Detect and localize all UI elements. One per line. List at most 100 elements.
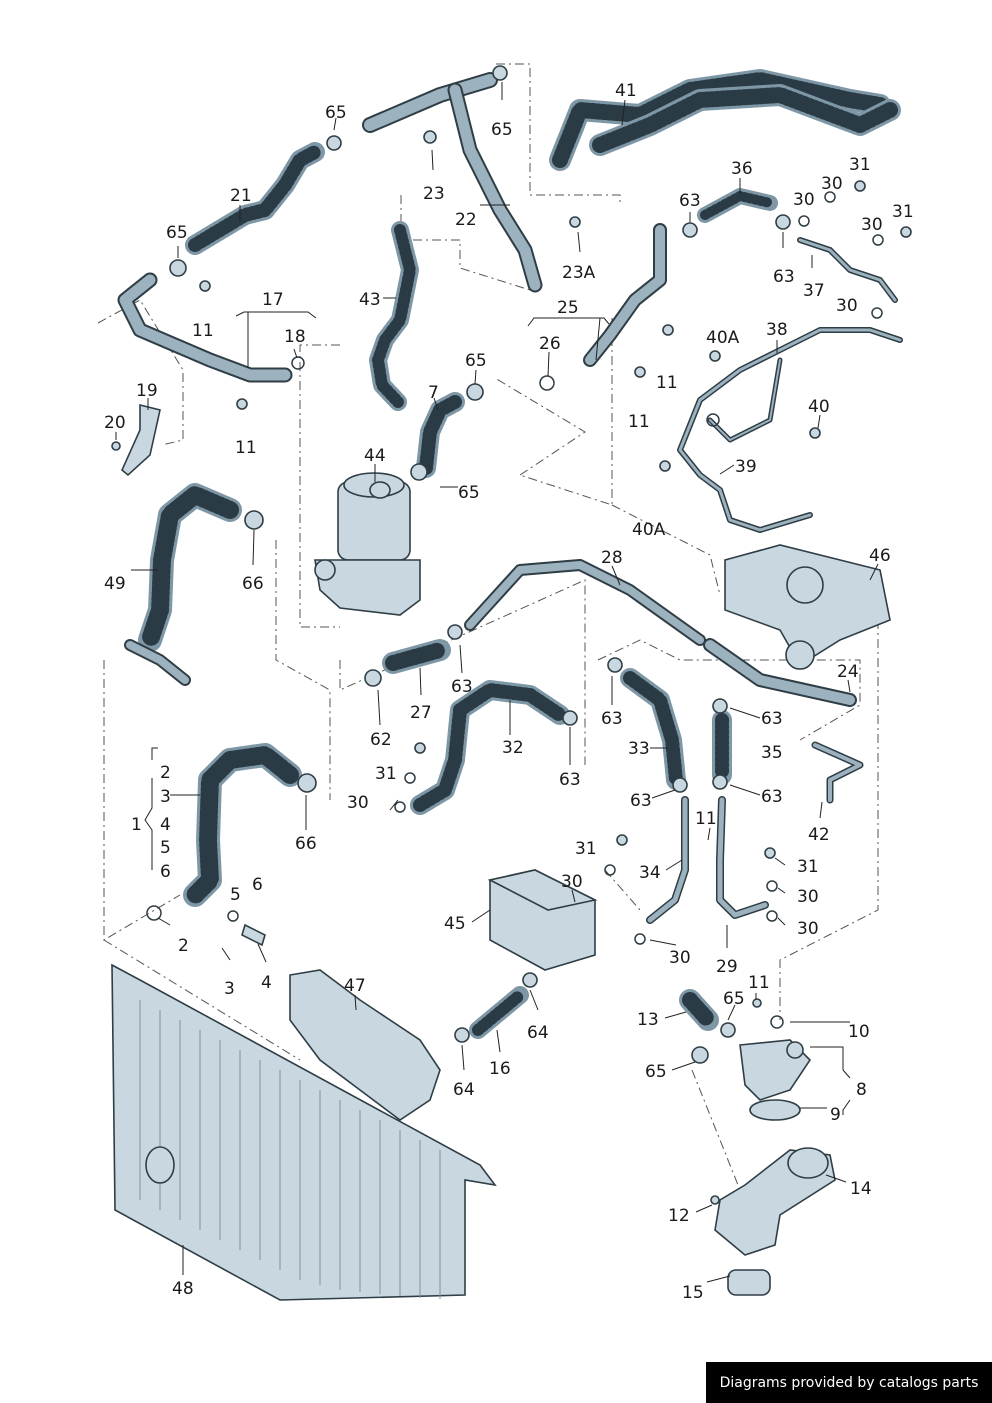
assembly-guide-lines (97, 63, 879, 1191)
label-2: 2 (178, 936, 189, 956)
label-11: 11 (235, 438, 257, 458)
label-24: 24 (837, 662, 859, 682)
label-11: 11 (192, 321, 214, 341)
label-65: 65 (491, 120, 513, 140)
label-63: 63 (761, 787, 783, 807)
label-66: 66 (295, 834, 317, 854)
pipes (117, 72, 903, 924)
label-64: 64 (527, 1023, 549, 1043)
label-12: 12 (668, 1206, 690, 1226)
label-3: 3 (224, 979, 235, 999)
label-11: 11 (628, 412, 650, 432)
label-29: 29 (716, 957, 738, 977)
label-13: 13 (637, 1010, 659, 1030)
label-21: 21 (230, 186, 252, 206)
label-31: 31 (892, 202, 914, 222)
label-31: 31 (375, 764, 397, 784)
label-26: 26 (539, 334, 561, 354)
label-66: 66 (242, 574, 264, 594)
label-63: 63 (451, 677, 473, 697)
label-63: 63 (679, 191, 701, 211)
label-34: 34 (639, 863, 661, 883)
label-63: 63 (559, 770, 581, 790)
label-37: 37 (803, 281, 825, 301)
label-35: 35 (761, 743, 783, 763)
label-38: 38 (766, 320, 788, 340)
label-40: 40 (808, 397, 830, 417)
label-41: 41 (615, 81, 637, 101)
label-1: 1 (131, 815, 142, 835)
label-30: 30 (861, 215, 883, 235)
label-64: 64 (453, 1080, 475, 1100)
label-18: 18 (284, 327, 306, 347)
label-65: 65 (458, 483, 480, 503)
label-4: 4 (160, 815, 171, 835)
label-42: 42 (808, 825, 830, 845)
label-30: 30 (793, 190, 815, 210)
label-65: 65 (465, 351, 487, 371)
components (111, 65, 912, 1301)
label-11: 11 (748, 973, 770, 993)
label-44: 44 (364, 446, 386, 466)
label-31: 31 (797, 857, 819, 877)
label-36: 36 (731, 159, 753, 179)
label-62: 62 (370, 730, 392, 750)
label-30: 30 (347, 793, 369, 813)
label-47: 47 (344, 976, 366, 996)
label-2: 2 (160, 763, 171, 783)
label-15: 15 (682, 1283, 704, 1303)
label-46: 46 (869, 546, 891, 566)
credit-banner: Diagrams provided by catalogs parts (706, 1362, 992, 1403)
label-45: 45 (444, 914, 466, 934)
label-63: 63 (773, 267, 795, 287)
label-20: 20 (104, 413, 126, 433)
callout-labels: 41 65 65 21 23 22 36 31 30 30 31 30 63 6… (104, 81, 914, 1303)
label-30: 30 (836, 296, 858, 316)
label-30: 30 (797, 887, 819, 907)
label-6: 6 (252, 875, 263, 895)
label-31: 31 (849, 155, 871, 175)
label-25: 25 (557, 298, 579, 318)
label-6: 6 (160, 862, 171, 882)
label-31: 31 (575, 839, 597, 859)
label-30: 30 (561, 872, 583, 892)
label-11: 11 (656, 373, 678, 393)
label-30: 30 (821, 174, 843, 194)
label-14: 14 (850, 1179, 872, 1199)
label-9: 9 (830, 1105, 841, 1125)
label-8: 8 (856, 1080, 867, 1100)
leader-lines (115, 82, 879, 1283)
label-63: 63 (630, 791, 652, 811)
label-48: 48 (172, 1279, 194, 1299)
label-4: 4 (261, 973, 272, 993)
label-7: 7 (428, 383, 439, 403)
label-39: 39 (735, 457, 757, 477)
label-23A: 23A (562, 263, 596, 283)
label-19: 19 (136, 381, 158, 401)
label-65: 65 (166, 223, 188, 243)
label-28: 28 (601, 548, 623, 568)
label-49: 49 (104, 574, 126, 594)
label-63: 63 (601, 709, 623, 729)
label-65: 65 (723, 989, 745, 1009)
label-5: 5 (230, 885, 241, 905)
label-3: 3 (160, 787, 171, 807)
label-16: 16 (489, 1059, 511, 1079)
label-23: 23 (423, 184, 445, 204)
label-22: 22 (455, 210, 477, 230)
label-65: 65 (645, 1062, 667, 1082)
label-43: 43 (359, 290, 381, 310)
label-10: 10 (848, 1022, 870, 1042)
label-17: 17 (262, 290, 284, 310)
label-30: 30 (797, 919, 819, 939)
credit-text: Diagrams provided by catalogs parts (719, 1374, 979, 1391)
label-5: 5 (160, 838, 171, 858)
label-33: 33 (628, 739, 650, 759)
label-40A: 40A (632, 520, 666, 540)
label-30: 30 (669, 948, 691, 968)
label-32: 32 (502, 738, 524, 758)
label-63: 63 (761, 709, 783, 729)
label-65: 65 (325, 103, 347, 123)
label-27: 27 (410, 703, 432, 723)
